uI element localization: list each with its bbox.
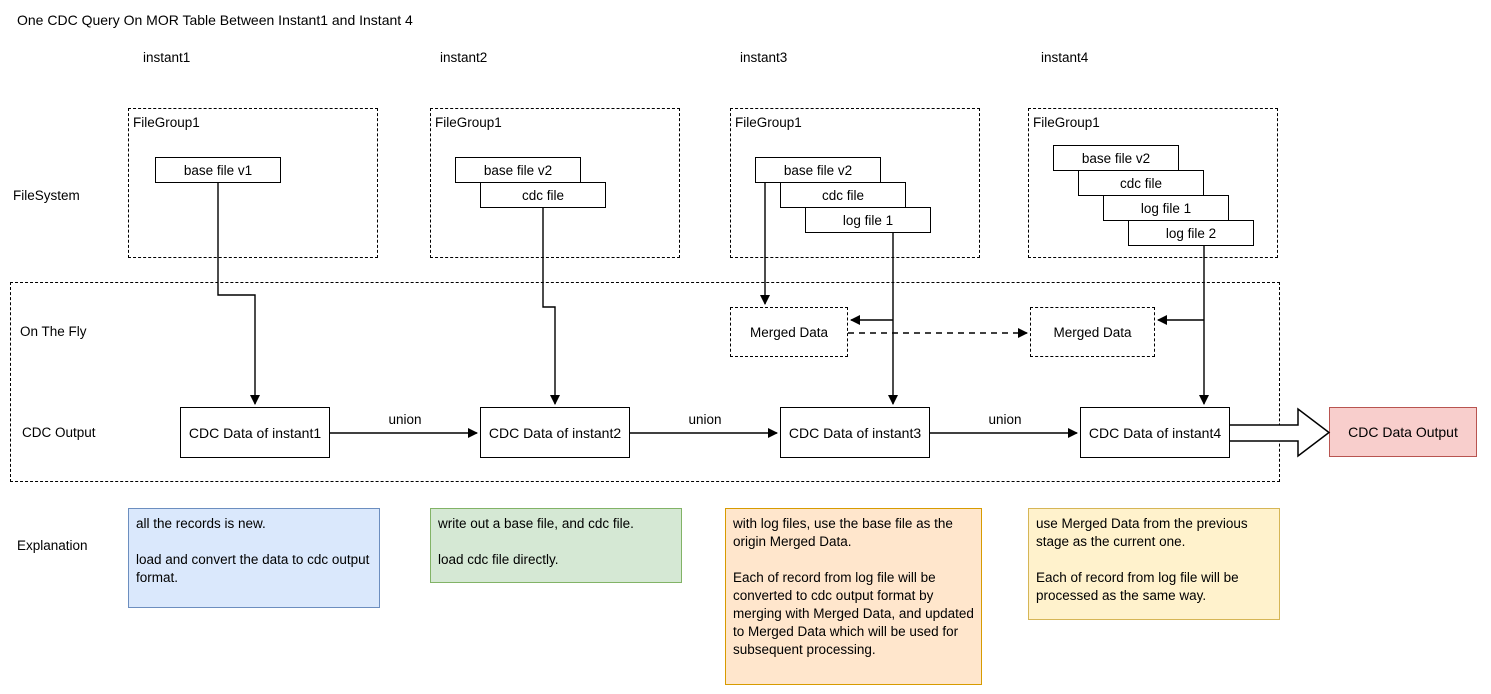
filegroup-instant1: FileGroup1 bbox=[128, 108, 378, 258]
column-header-instant3: instant3 bbox=[740, 50, 788, 65]
processing-container bbox=[10, 282, 1280, 482]
cdc-data-box-instant1: CDC Data of instant1 bbox=[180, 407, 330, 458]
file-box-log-file-2: log file 2 bbox=[1128, 220, 1254, 246]
cdc-data-box-instant2: CDC Data of instant2 bbox=[480, 407, 630, 458]
union-label-3: union bbox=[988, 412, 1022, 427]
row-label-cdc-output: CDC Output bbox=[22, 425, 96, 440]
filegroup-label: FileGroup1 bbox=[435, 115, 502, 130]
filegroup-label: FileGroup1 bbox=[1033, 115, 1100, 130]
filegroup-instant3: FileGroup1 bbox=[730, 108, 980, 258]
diagram-title: One CDC Query On MOR Table Between Insta… bbox=[17, 12, 413, 28]
union-label-2: union bbox=[688, 412, 722, 427]
merged-data-box-instant4: Merged Data bbox=[1030, 307, 1155, 357]
file-box-cdc-file: cdc file bbox=[780, 182, 906, 208]
file-box-base-file-v2: base file v2 bbox=[755, 157, 881, 183]
filegroup-label: FileGroup1 bbox=[133, 115, 200, 130]
filegroup-label: FileGroup1 bbox=[735, 115, 802, 130]
explanation-box-instant3: with log files, use the base file as the… bbox=[725, 508, 982, 685]
file-box-log-file-1: log file 1 bbox=[805, 207, 931, 233]
column-header-instant4: instant4 bbox=[1041, 50, 1089, 65]
cdc-data-box-instant4: CDC Data of instant4 bbox=[1080, 407, 1230, 458]
explanation-box-instant2: write out a base file, and cdc file. loa… bbox=[430, 508, 682, 583]
column-header-instant2: instant2 bbox=[440, 50, 488, 65]
file-box-cdc-file: cdc file bbox=[1078, 170, 1204, 196]
row-label-on-the-fly: On The Fly bbox=[20, 324, 87, 339]
cdc-data-output-box: CDC Data Output bbox=[1329, 407, 1477, 457]
file-box-base-file-v2: base file v2 bbox=[455, 157, 581, 183]
union-label-1: union bbox=[388, 412, 422, 427]
file-box-base-file-v1: base file v1 bbox=[155, 157, 281, 183]
explanation-box-instant1: all the records is new. load and convert… bbox=[128, 508, 380, 608]
cdc-data-box-instant3: CDC Data of instant3 bbox=[780, 407, 930, 458]
explanation-box-instant4: use Merged Data from the previous stage … bbox=[1028, 508, 1280, 620]
file-box-cdc-file: cdc file bbox=[480, 182, 606, 208]
file-box-log-file-1: log file 1 bbox=[1103, 195, 1229, 221]
row-label-filesystem: FileSystem bbox=[13, 188, 80, 203]
row-label-explanation: Explanation bbox=[17, 538, 88, 553]
file-box-base-file-v2: base file v2 bbox=[1053, 145, 1179, 171]
merged-data-box-instant3: Merged Data bbox=[730, 307, 848, 357]
column-header-instant1: instant1 bbox=[143, 50, 191, 65]
filegroup-instant4: FileGroup1 bbox=[1028, 108, 1278, 258]
